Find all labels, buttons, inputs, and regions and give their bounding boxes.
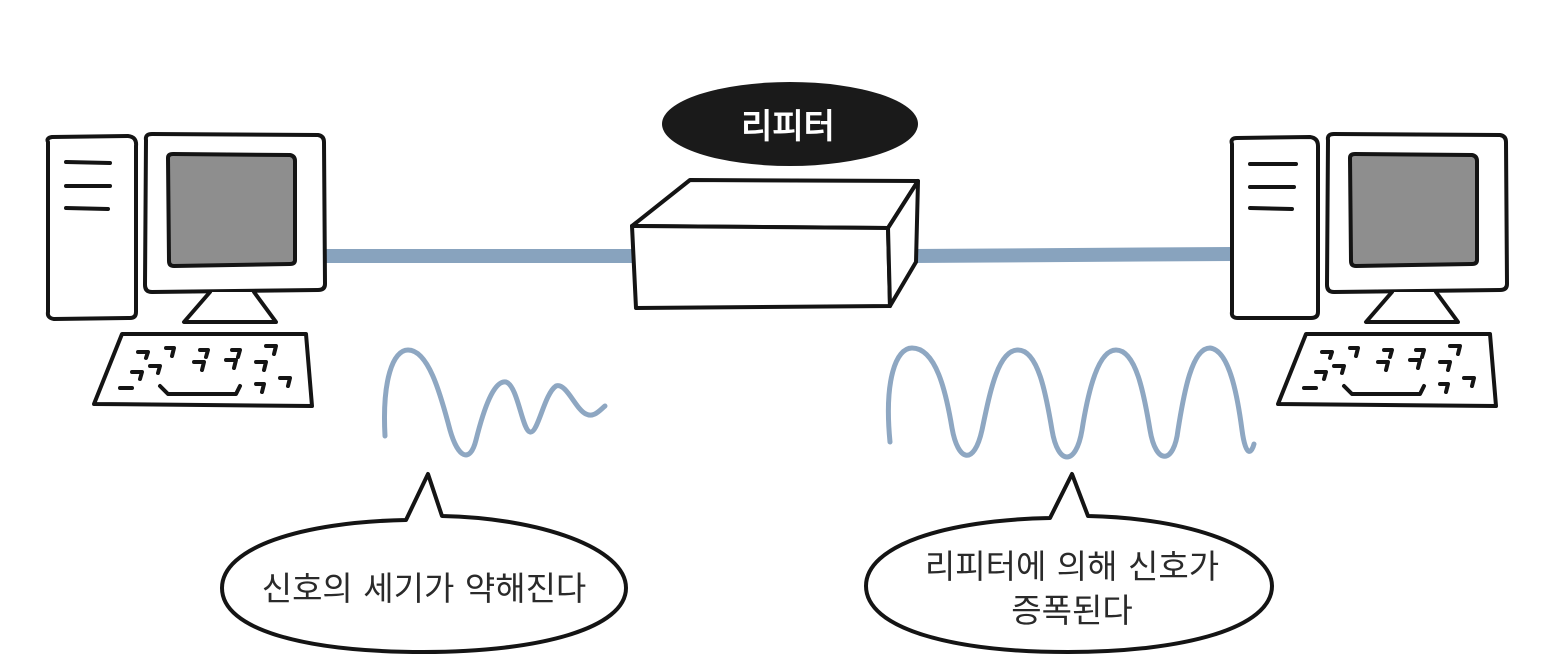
left-monitor-stand xyxy=(182,290,278,324)
right-tower-slot-3 xyxy=(1248,206,1294,211)
left-bubble-shape xyxy=(220,472,628,654)
repeater-device xyxy=(630,178,920,310)
right-computer xyxy=(1229,132,1509,408)
right-caption-bubble: 리피터에 의해 신호가 증폭된다 xyxy=(864,472,1274,654)
weakening-signal-wave xyxy=(382,347,608,458)
left-caption-bubble: 신호의 세기가 약해진다 xyxy=(220,472,628,654)
right-tower xyxy=(1229,135,1320,320)
right-keyboard-keys xyxy=(1302,344,1476,396)
repeater-label: 리피터 xyxy=(741,107,835,147)
left-keyboard-keys xyxy=(118,344,292,396)
right-bubble-shape xyxy=(864,472,1274,654)
repeater-label-badge: 리피터 xyxy=(662,82,918,166)
cable-right xyxy=(911,247,1233,263)
right-screen xyxy=(1348,152,1479,268)
right-caption-line-2: 증폭된다 xyxy=(1011,591,1132,630)
left-computer xyxy=(45,132,327,408)
left-screen xyxy=(166,152,297,268)
right-caption-line-1: 리피터에 의해 신호가 xyxy=(925,547,1219,586)
right-monitor-stand xyxy=(1364,290,1460,324)
repeater-box-front xyxy=(630,224,892,310)
amplified-signal-wave xyxy=(885,345,1257,460)
repeater-box-side xyxy=(886,179,920,308)
left-tower-slot-3 xyxy=(64,206,110,211)
left-caption: 신호의 세기가 약해진다 xyxy=(262,569,587,608)
left-tower xyxy=(45,134,139,321)
left-tower-slot-1 xyxy=(64,160,112,165)
repeater-box-top xyxy=(630,178,920,230)
repeater-badge-shape xyxy=(662,82,918,166)
